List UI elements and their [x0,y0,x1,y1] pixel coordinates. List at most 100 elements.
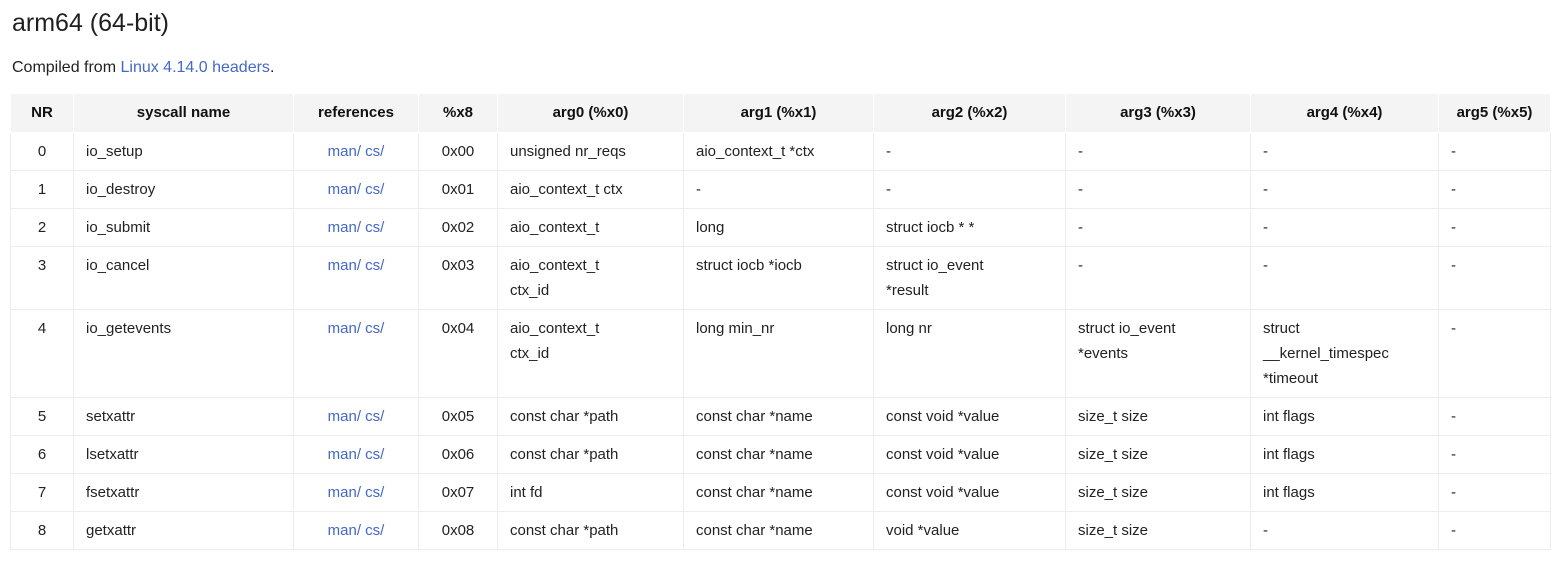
arg3-cell: - [1065,132,1251,171]
arg4-cell: - [1250,246,1439,310]
cs-link[interactable]: cs/ [365,446,385,463]
subtitle-text: Compiled from [12,59,121,76]
arg5-cell: - [1438,397,1551,436]
arg1-cell: const char *name [683,435,874,474]
x8-cell: 0x05 [418,397,498,436]
arg4-cell: - [1250,511,1439,550]
references-cell: man/ cs/ [293,309,419,398]
syscall-name-cell: io_destroy [73,170,294,209]
x8-cell: 0x04 [418,309,498,398]
nr-cell: 3 [10,246,74,310]
references-cell: man/ cs/ [293,435,419,474]
cs-link[interactable]: cs/ [365,219,385,236]
arg2-cell: void *value [873,511,1066,550]
arg2-cell: const void *value [873,397,1066,436]
cs-link[interactable]: cs/ [365,320,385,337]
page-title: arm64 (64-bit) [12,9,169,37]
arg2-cell: struct iocb * * [873,208,1066,247]
arg5-cell: - [1438,170,1551,209]
arg0-cell: int fd [497,473,684,512]
arg1-cell: const char *name [683,473,874,512]
man-link[interactable]: man/ [327,181,361,198]
arg1-cell: const char *name [683,511,874,550]
arg5-cell: - [1438,309,1551,398]
references-cell: man/ cs/ [293,473,419,512]
cs-link[interactable]: cs/ [365,181,385,198]
arg4-cell: int flags [1250,435,1439,474]
nr-cell: 6 [10,435,74,474]
subtitle-period: . [269,59,275,76]
x8-cell: 0x08 [418,511,498,550]
nr-cell: 4 [10,309,74,398]
cs-link[interactable]: cs/ [365,408,385,425]
arg3-cell: - [1065,208,1251,247]
arg2-cell: - [873,170,1066,209]
column-header-6: arg2 (%x2) [873,93,1066,133]
column-header-3: %x8 [418,93,498,133]
cs-link[interactable]: cs/ [365,257,385,274]
cs-link[interactable]: cs/ [365,143,385,160]
man-link[interactable]: man/ [327,257,361,274]
arg0-cell: const char *path [497,511,684,550]
references-cell: man/ cs/ [293,170,419,209]
man-link[interactable]: man/ [327,408,361,425]
arg1-cell: long min_nr [683,309,874,398]
nr-cell: 0 [10,132,74,171]
syscall-name-cell: getxattr [73,511,294,550]
arg1-cell: struct iocb *iocb [683,246,874,310]
arg1-cell: const char *name [683,397,874,436]
arg0-cell: const char *path [497,435,684,474]
man-link[interactable]: man/ [327,219,361,236]
arg2-cell: const void *value [873,473,1066,512]
man-link[interactable]: man/ [327,143,361,160]
syscall-name-cell: io_getevents [73,309,294,398]
cs-link[interactable]: cs/ [365,484,385,501]
arg4-cell: struct __kernel_timespec *timeout [1250,309,1439,398]
syscall-name-cell: lsetxattr [73,435,294,474]
arg4-cell: - [1250,132,1439,171]
arg3-cell: - [1065,170,1251,209]
x8-cell: 0x00 [418,132,498,171]
column-header-9: arg5 (%x5) [1438,93,1551,133]
headers-link[interactable]: Linux 4.14.0 headers [120,59,270,76]
man-link[interactable]: man/ [327,446,361,463]
arg5-cell: - [1438,132,1551,171]
arg3-cell: size_t size [1065,473,1251,512]
man-link[interactable]: man/ [327,320,361,337]
arg3-cell: struct io_event *events [1065,309,1251,398]
arg0-cell: const char *path [497,397,684,436]
arg4-cell: - [1250,208,1439,247]
man-link[interactable]: man/ [327,522,361,539]
column-header-2: references [293,93,419,133]
syscall-name-cell: fsetxattr [73,473,294,512]
references-cell: man/ cs/ [293,397,419,436]
arg4-cell: int flags [1250,397,1439,436]
man-link[interactable]: man/ [327,484,361,501]
nr-cell: 1 [10,170,74,209]
arg0-cell: aio_context_t ctx_id [497,246,684,310]
cs-link[interactable]: cs/ [365,522,385,539]
arg0-cell: aio_context_t ctx [497,170,684,209]
arg5-cell: - [1438,435,1551,474]
arg1-cell: - [683,170,874,209]
references-cell: man/ cs/ [293,132,419,171]
column-header-8: arg4 (%x4) [1250,93,1439,133]
column-header-0: NR [10,93,74,133]
x8-cell: 0x07 [418,473,498,512]
arg5-cell: - [1438,511,1551,550]
arg4-cell: int flags [1250,473,1439,512]
syscall-name-cell: io_cancel [73,246,294,310]
arg3-cell: - [1065,246,1251,310]
column-header-1: syscall name [73,93,294,133]
nr-cell: 8 [10,511,74,550]
arg5-cell: - [1438,473,1551,512]
